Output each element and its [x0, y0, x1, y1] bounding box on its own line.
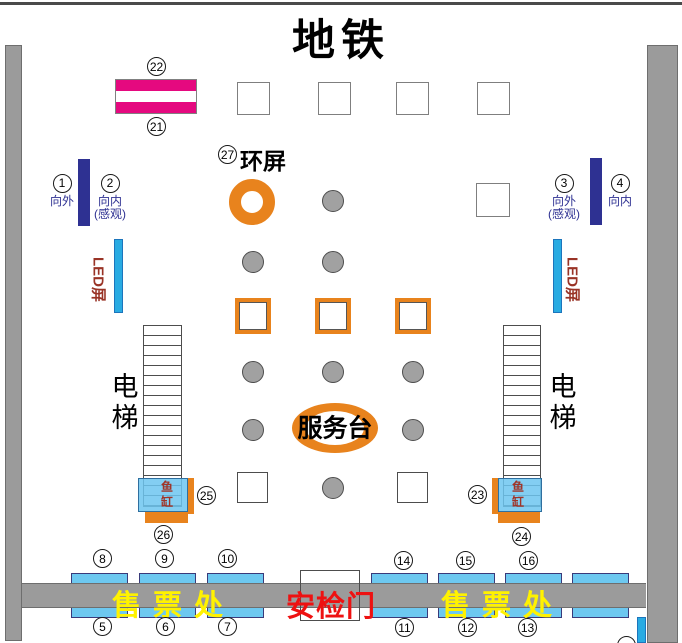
- escalator-right: [503, 325, 541, 507]
- escalator-left: [143, 325, 182, 507]
- number-badge-21: 21: [147, 117, 166, 136]
- ad-board-right: [590, 158, 602, 225]
- position-label-1: 1 向外: [38, 174, 86, 208]
- fish-tank-left-stand-bottom: [145, 512, 188, 523]
- page-title: 地铁: [292, 17, 390, 65]
- number-badge-25: 25: [197, 486, 216, 505]
- pillar-circle: [242, 419, 264, 441]
- orange-frame-square: [235, 298, 271, 334]
- led-screen-left-label: LED屏: [89, 256, 107, 302]
- label-text: 向外: [551, 194, 576, 208]
- column-square: [477, 82, 510, 115]
- concourse-bar: [22, 583, 646, 608]
- escalator-left-label: 电梯: [111, 372, 139, 433]
- fish-tank-left-stand-side: [187, 478, 194, 514]
- pillar-circle: [402, 361, 424, 383]
- number-badge-1: 1: [52, 174, 72, 193]
- column-square: [396, 82, 429, 115]
- security-gate-box: [300, 570, 360, 621]
- number-badge-12: 12: [458, 618, 477, 637]
- fish-tank-right: [498, 478, 542, 512]
- number-badge-7: 7: [218, 617, 237, 636]
- column-square: [318, 82, 351, 115]
- number-badge-15: 15: [456, 551, 475, 570]
- label-text: 向外: [49, 194, 74, 208]
- number-badge-6: 6: [156, 617, 175, 636]
- led-screen-left: [114, 239, 123, 313]
- number-badge-24: 24: [512, 527, 531, 546]
- left-wall: [5, 45, 22, 641]
- right-wall: [647, 45, 678, 643]
- led-screen-right-label: LED屏: [563, 256, 581, 302]
- pillar-circle: [242, 361, 264, 383]
- number-badge-10: 10: [218, 549, 237, 568]
- number-badge-4: 4: [610, 174, 630, 193]
- number-badge-22: 22: [147, 57, 166, 76]
- number-badge-27: 27: [218, 145, 237, 164]
- pink-stripe-bottom: [116, 102, 196, 113]
- label-text: 向内: [607, 194, 632, 208]
- service-desk-label: 服务台: [297, 414, 373, 443]
- pillar-circle: [322, 190, 344, 212]
- number-badge-14: 14: [394, 551, 413, 570]
- number-badge-13: 13: [518, 618, 537, 637]
- number-badge-3: 3: [554, 174, 574, 193]
- service-desk-inner: [306, 411, 364, 445]
- pillar-circle: [402, 419, 424, 441]
- top-border-line: [0, 2, 682, 5]
- orange-frame-square: [315, 298, 351, 334]
- label-text: (感观): [94, 207, 126, 221]
- led-strip-bottom-right: [637, 617, 646, 643]
- fish-tank-right-stand-side: [492, 478, 499, 514]
- label-text: 向内: [97, 194, 122, 208]
- fish-tank-left: [138, 478, 188, 512]
- number-badge-2: 2: [100, 174, 120, 193]
- ad-board-left: [78, 159, 90, 226]
- pillar-circle: [322, 251, 344, 273]
- pillar-circle: [242, 251, 264, 273]
- position-label-3: 3 向外 (感观): [540, 174, 588, 221]
- escalator-right-label: 电梯: [549, 372, 577, 433]
- orange-frame-square: [395, 298, 431, 334]
- number-badge-11: 11: [395, 618, 414, 637]
- number-badge-23: 23: [468, 485, 487, 504]
- number-badge-5: 5: [93, 617, 112, 636]
- pillar-circle: [322, 361, 344, 383]
- led-screen-right: [553, 239, 562, 313]
- fish-tank-right-label: 鱼缸: [511, 480, 524, 509]
- ticket-office-label-right: 售票处: [441, 590, 565, 622]
- pillar-circle: [322, 477, 344, 499]
- number-badge-16: 16: [519, 551, 538, 570]
- number-badge-partial: [617, 636, 636, 643]
- ring-screen-label: 环屏: [240, 148, 286, 174]
- number-badge-9: 9: [155, 549, 174, 568]
- label-text: (感观): [548, 207, 580, 221]
- fish-tank-right-stand-bottom: [498, 512, 540, 523]
- column-square: [397, 472, 428, 503]
- fish-tank-left-label: 鱼缸: [160, 480, 173, 509]
- number-badge-26: 26: [154, 525, 173, 544]
- service-desk: 服务台: [292, 403, 378, 453]
- column-square: [237, 82, 270, 115]
- ring-screen: [229, 179, 275, 225]
- security-gate-label: 安检门: [286, 591, 377, 623]
- pink-stripe-top: [116, 80, 196, 91]
- column-square: [237, 472, 268, 503]
- position-label-2: 2 向内 (感观): [86, 174, 134, 221]
- ticket-office-label-left: 售票处: [112, 590, 236, 622]
- pink-lightbox-sign: [115, 79, 197, 114]
- position-label-4: 4 向内: [596, 174, 644, 208]
- number-badge-8: 8: [93, 549, 112, 568]
- column-square: [476, 183, 510, 217]
